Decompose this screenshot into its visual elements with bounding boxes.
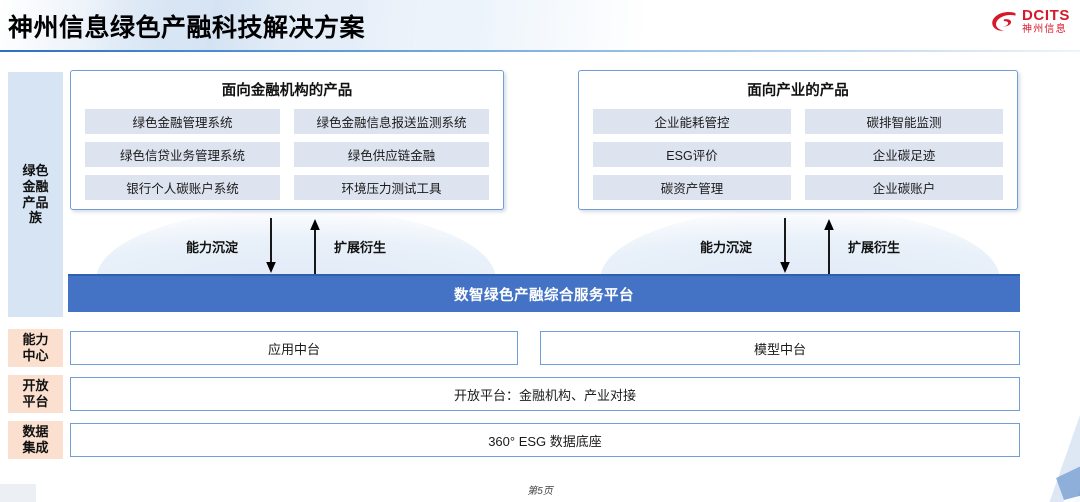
sidebar-label-ability-center: 能力中心 [22, 332, 49, 363]
sidebar-label-data-integration: 数据集成 [22, 424, 49, 455]
corner-accent-block [0, 484, 36, 502]
arrow-group-right: 能力沉淀 扩展衍生 [700, 216, 900, 276]
product-chip[interactable]: 企业碳账户 [805, 175, 1003, 200]
platform-bar[interactable]: 数智绿色产融综合服务平台 [68, 274, 1020, 312]
panel-financial-institution-products: 面向金融机构的产品 绿色金融管理系统 绿色金融信息报送监测系统 绿色信贷业务管理… [70, 70, 504, 210]
arrow-label-capability-precipitation: 能力沉淀 [700, 239, 753, 255]
chip-grid-left: 绿色金融管理系统 绿色金融信息报送监测系统 绿色信贷业务管理系统 绿色供应链金融… [85, 109, 489, 200]
product-chip[interactable]: 企业碳足迹 [805, 142, 1003, 167]
chip-grid-right: 企业能耗管控 碳排智能监测 ESG评价 企业碳足迹 碳资产管理 企业碳账户 [593, 109, 1003, 200]
page-title: 神州信息绿色产融科技解决方案 [8, 14, 366, 42]
panel-industry-products: 面向产业的产品 企业能耗管控 碳排智能监测 ESG评价 企业碳足迹 碳资产管理 … [578, 70, 1018, 210]
product-chip[interactable]: 企业能耗管控 [593, 109, 791, 134]
arrow-down-icon [780, 218, 790, 273]
arrow-up-icon [824, 219, 834, 274]
sidebar-label-open-platform: 开放平台 [22, 378, 49, 409]
logo-chinese-text: 神州信息 [1022, 24, 1067, 35]
sidebar-item-data-integration: 数据集成 [8, 421, 63, 459]
row-data-foundation[interactable]: 360° ESG 数据底座 [70, 423, 1020, 457]
logo-english-text: DCITS [1022, 7, 1070, 24]
product-chip[interactable]: ESG评价 [593, 142, 791, 167]
page-number: 第5页 [527, 486, 553, 497]
arrow-label-capability-precipitation: 能力沉淀 [186, 239, 239, 255]
logo-wordmark: DCITS 神州信息 [1022, 8, 1070, 35]
product-chip[interactable]: 绿色金融管理系统 [85, 109, 280, 134]
product-chip[interactable]: 环境压力测试工具 [294, 175, 489, 200]
arrow-up-icon [310, 219, 320, 274]
sidebar-item-green-finance-products: 绿色金融产品族 [8, 72, 63, 317]
row-app-middle-platform[interactable]: 应用中台 [70, 331, 518, 365]
sidebar-item-ability-center: 能力中心 [8, 329, 63, 367]
product-chip[interactable]: 绿色供应链金融 [294, 142, 489, 167]
sidebar-item-open-platform: 开放平台 [8, 375, 63, 413]
arrow-down-icon [266, 218, 276, 273]
brand-logo: DCITS 神州信息 [991, 8, 1070, 35]
sidebar-label-green-finance: 绿色金融产品族 [22, 162, 49, 226]
product-chip[interactable]: 银行个人碳账户系统 [85, 175, 280, 200]
arrow-label-expansion-derivation: 扩展衍生 [334, 239, 387, 255]
dcits-swoosh-icon [992, 11, 1016, 31]
header-divider-line [0, 50, 1080, 52]
product-chip[interactable]: 绿色信贷业务管理系统 [85, 142, 280, 167]
product-chip[interactable]: 绿色金融信息报送监测系统 [294, 109, 489, 134]
product-chip[interactable]: 碳资产管理 [593, 175, 791, 200]
arrow-label-expansion-derivation: 扩展衍生 [848, 239, 901, 255]
row-open-platform[interactable]: 开放平台：金融机构、产业对接 [70, 377, 1020, 411]
slide-header [0, 0, 1080, 52]
panel-title-left: 面向金融机构的产品 [221, 83, 353, 99]
header-background-decoration [0, 0, 1080, 52]
row-model-middle-platform[interactable]: 模型中台 [540, 331, 1020, 365]
product-chip[interactable]: 碳排智能监测 [805, 109, 1003, 134]
arrow-group-left: 能力沉淀 扩展衍生 [186, 216, 386, 276]
panel-title-right: 面向产业的产品 [747, 83, 849, 99]
